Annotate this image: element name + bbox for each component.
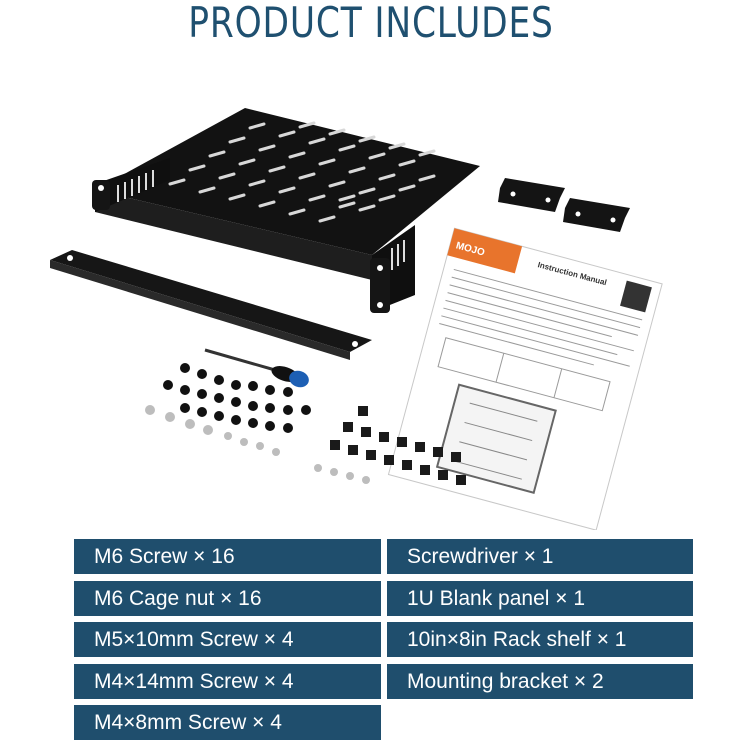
page-title: PRODUCT INCLUDES	[188, 0, 554, 47]
item-m5x10-screw: M5×10mm Screw × 4	[74, 622, 381, 657]
item-screwdriver: Screwdriver × 1	[387, 539, 693, 574]
rack-shelf-image	[92, 108, 480, 313]
item-m4x8-screw: M4×8mm Screw × 4	[74, 705, 381, 740]
item-mounting-bracket: Mounting bracket × 2	[387, 664, 693, 699]
item-m6-screw: M6 Screw × 16	[74, 539, 381, 574]
item-m6-cage-nut: M6 Cage nut × 16	[74, 581, 381, 616]
instruction-manual-image: MOJO Instruction Manual	[387, 227, 663, 530]
item-m4x14-screw: M4×14mm Screw × 4	[74, 664, 381, 699]
blank-panel-image	[50, 250, 372, 360]
product-photo: MOJO Instruction Manual	[50, 108, 663, 530]
item-blank-panel: 1U Blank panel × 1	[387, 581, 693, 616]
screws-image	[145, 363, 370, 484]
item-rack-shelf: 10in×8in Rack shelf × 1	[387, 622, 693, 657]
screwdriver-image	[204, 348, 309, 388]
cage-nuts-image	[330, 406, 466, 485]
mounting-brackets-image	[498, 178, 630, 232]
